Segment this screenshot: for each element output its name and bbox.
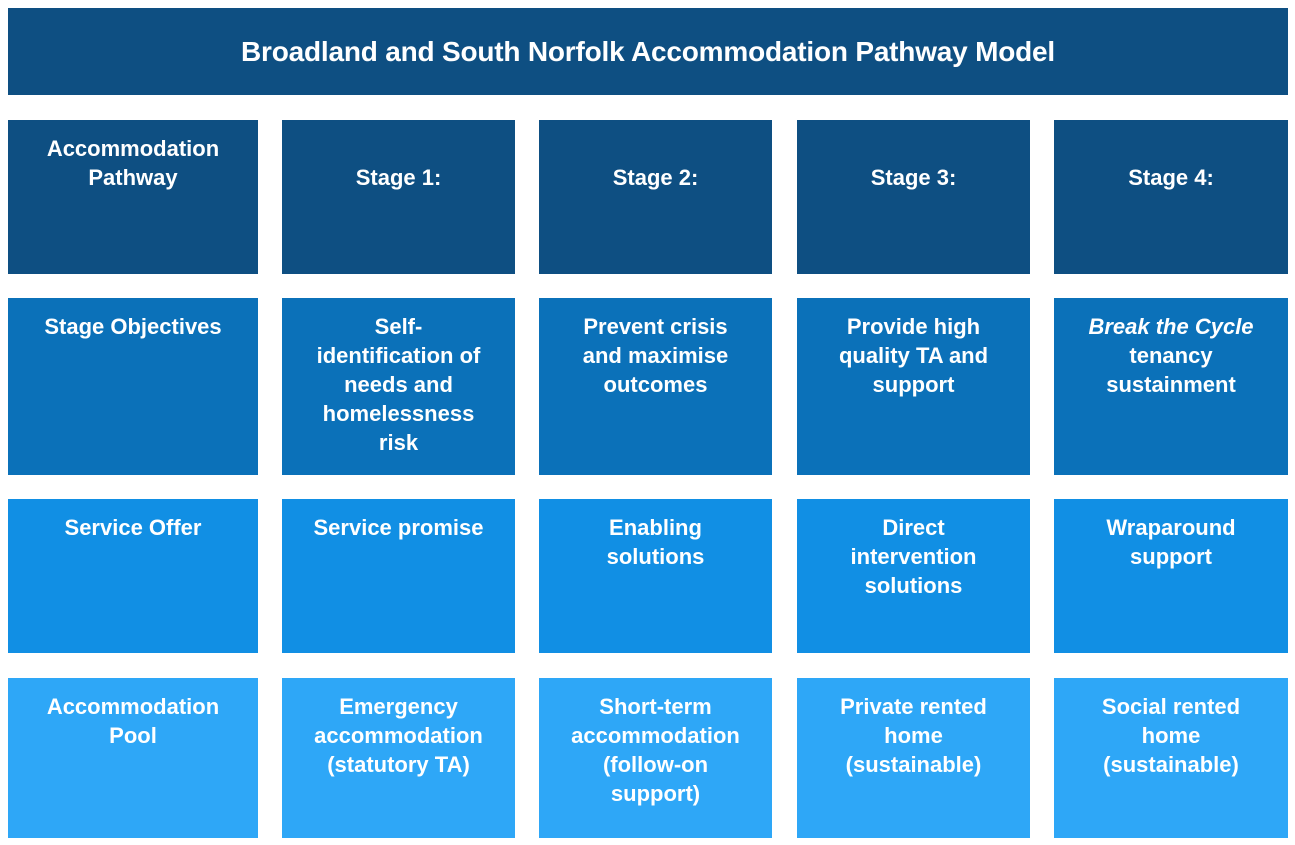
stage-2-number: Stage 2: xyxy=(612,165,699,190)
objective-stage-2: Prevent crisis and maximise outcomes xyxy=(539,298,772,475)
stage-4-number: Stage 4: xyxy=(1128,165,1214,190)
service-stage-4: Wraparound support xyxy=(1054,499,1288,653)
service-stage-2: Enabling solutions xyxy=(539,499,772,653)
row-label-service-offer: Service Offer xyxy=(8,499,258,653)
objective-stage-4: Break the Cycle tenancy sustainment xyxy=(1054,298,1288,475)
stage-1-header: Stage 1: Marketplace xyxy=(282,120,515,305)
row-label-accommodation-pathway: Accommodation Pathway xyxy=(8,120,258,274)
pool-stage-1: Emergency accommodation (statutory TA) xyxy=(282,678,515,838)
objective-stage-4-rest: tenancy sustainment xyxy=(1106,343,1236,397)
pool-stage-2: Short-term accommodation (follow-on supp… xyxy=(539,678,772,838)
objective-stage-4-italic: Break the Cycle xyxy=(1088,314,1254,339)
pool-stage-3: Private rented home (sustainable) xyxy=(797,678,1030,838)
stage-3-number: Stage 3: xyxy=(870,165,957,190)
service-stage-3: Direct intervention solutions xyxy=(797,499,1030,653)
stage-4-header: Stage 4: Resolution xyxy=(1054,120,1288,305)
stage-1-number: Stage 1: xyxy=(355,165,442,190)
row-label-accommodation-pool: Accommodation Pool xyxy=(8,678,258,838)
objective-stage-1: Self- identification of needs and homele… xyxy=(282,298,515,475)
diagram-title: Broadland and South Norfolk Accommodatio… xyxy=(8,8,1288,95)
stage-2-header: Stage 2: Prevention xyxy=(539,120,772,305)
row-label-stage-objectives: Stage Objectives xyxy=(8,298,258,475)
service-stage-1: Service promise xyxy=(282,499,515,653)
objective-stage-3: Provide high quality TA and support xyxy=(797,298,1030,475)
stage-3-header: Stage 3: Stabilisation xyxy=(797,120,1030,305)
pool-stage-4: Social rented home (sustainable) xyxy=(1054,678,1288,838)
